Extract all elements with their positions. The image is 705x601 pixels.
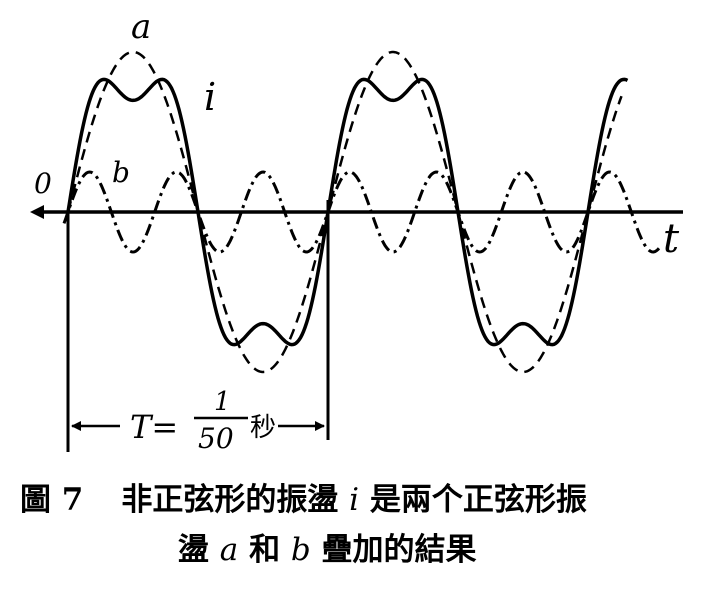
oscillation-diagram: 0 t a b i T= 1 50 秒 [30,7,683,455]
label-period-denominator: 50 [198,422,234,455]
caption-text: 非正弦形的振盪 [121,482,339,518]
wave-b-curve [62,170,661,254]
label-time-axis: t [663,216,680,262]
caption-var-a: a [219,532,239,568]
caption-text: 疊加的結果 [321,532,477,568]
label-wave-i: i [204,75,216,119]
caption-line-2: 盪 a 和 b 疊加的結果 [178,532,477,568]
label-period-T: T= [130,408,178,446]
label-period-unit: 秒 [250,413,276,443]
figure-number: 圖 7 [20,482,84,518]
label-period-numerator: 1 [214,387,231,417]
wave-i-curve [66,77,629,347]
caption-var-i: i [349,482,360,518]
caption-line-1: 圖 7 非正弦形的振盪 i 是兩个正弦形振 [20,482,587,518]
caption-text: 和 [249,532,281,568]
caption-var-b: b [290,532,311,568]
wave-a-curve [66,50,623,374]
label-wave-a: a [131,7,151,47]
caption-text: 是兩个正弦形振 [369,482,587,518]
caption-text: 盪 [178,532,209,568]
axis-left-arrow [30,205,44,219]
label-origin: 0 [34,167,52,200]
label-wave-b: b [112,156,130,189]
